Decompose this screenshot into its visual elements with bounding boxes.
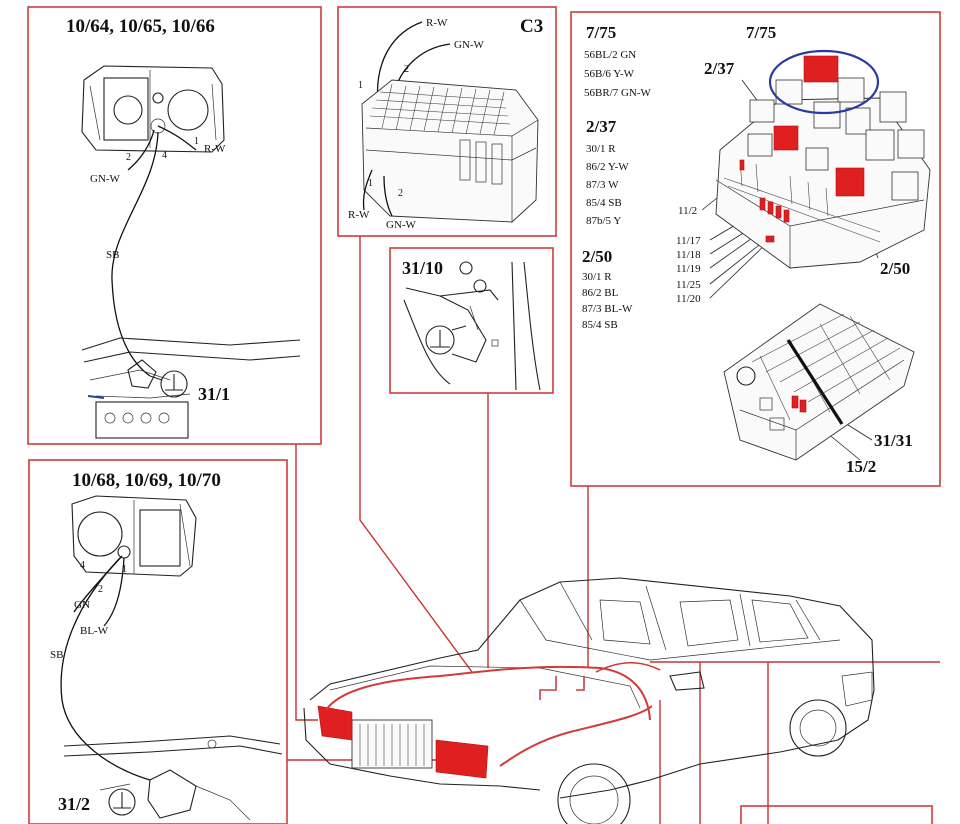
panel-headlamp-right: 10/68, 10/69, 10/70 4 2 1 GN BL-W SB <box>50 470 283 821</box>
c3-top-wire-gnw: GN-W <box>454 39 485 51</box>
headlamp-left-wire-gnw: GN-W <box>90 173 121 185</box>
panel-ground-31-10: 31/10 <box>402 258 541 391</box>
panel-headlamp-left-frame <box>27 6 322 445</box>
c3-title: C3 <box>520 16 543 37</box>
headlamp-right-title: 10/68, 10/69, 10/70 <box>72 470 221 491</box>
headlamp-icon <box>81 65 225 153</box>
headlamp-right-wire-gn: GN <box>74 599 90 611</box>
car-headlamp-right-highlight <box>435 739 489 779</box>
car-icon <box>303 577 875 824</box>
ground-bracket-drawing <box>403 261 541 391</box>
headlamp-left-wire-rw: R-W <box>204 143 226 155</box>
c3-bottom-wire-rw: R-W <box>348 209 370 221</box>
group-2-37-title: 2/37 <box>586 117 617 136</box>
c3-bottom-pin-1: 1 <box>368 178 373 189</box>
ground-symbol-icon <box>149 370 188 398</box>
callout-15-2: 15/2 <box>846 457 876 476</box>
group-7-75-line-3: 56BR/7 GN-W <box>584 87 652 99</box>
panel-31-10-frame <box>389 247 554 394</box>
panel-headlamp-right-frame <box>28 459 288 824</box>
headlamp-left-pin-1: 1 <box>194 136 199 147</box>
headlamp-left-pin-4: 4 <box>162 150 167 161</box>
headlamp-left-wire-sb: SB <box>106 249 119 261</box>
headlamp-right-pin-1: 1 <box>122 564 127 575</box>
group-2-37-line-1: 30/1 R <box>586 143 616 155</box>
group-2-50-line-4: 85/4 SB <box>582 319 618 331</box>
callout-11-19: 11/19 <box>676 263 701 275</box>
callout-2-37: 2/37 <box>704 59 735 78</box>
ground-symbol-icon <box>108 788 136 816</box>
group-2-37-line-3: 87/3 W <box>586 179 619 191</box>
headlamp-icon <box>71 495 197 577</box>
c3-bottom-wire-gnw: GN-W <box>386 219 417 231</box>
panel-bottom-right-frame <box>740 805 933 824</box>
group-2-37-line-4: 85/4 SB <box>586 197 622 209</box>
c3-top-pin-1: 1 <box>358 80 363 91</box>
c3-connector-block <box>361 79 539 223</box>
headlamp-left-pin-2: 2 <box>126 152 131 163</box>
callout-11-17: 11/17 <box>676 235 701 247</box>
headlamp-right-wire-sb: SB <box>50 649 63 661</box>
group-2-50-line-1: 30/1 R <box>582 271 612 283</box>
ground-symbol-icon <box>425 325 467 355</box>
panel-relay-box-frame <box>570 11 941 487</box>
headlamp-left-title: 10/64, 10/65, 10/66 <box>66 16 215 37</box>
panel-connector-c3: C3 R-W GN-W 1 2 <box>348 16 543 231</box>
callout-7-75: 7/75 <box>746 23 776 42</box>
c3-top-wire-rw: R-W <box>426 17 448 29</box>
group-7-75-title: 7/75 <box>586 23 616 42</box>
relay-7-75-highlight <box>803 55 839 83</box>
callout-11-18: 11/18 <box>676 249 701 261</box>
group-2-50-title: 2/50 <box>582 247 612 266</box>
ground-31-10-title: 31/10 <box>402 258 443 278</box>
panel-relay-box: 7/75 56BL/2 GN 56B/6 Y-W 56BR/7 GN-W 2/3… <box>582 23 931 476</box>
headlamp-right-wire-blw: BL-W <box>80 625 109 637</box>
group-2-50-line-2: 86/2 BL <box>582 287 619 299</box>
leader-lines <box>287 236 940 824</box>
headlamp-right-pin-2: 2 <box>98 584 103 595</box>
fuse-box-icon <box>715 49 931 269</box>
group-2-37-line-2: 86/2 Y-W <box>586 161 629 173</box>
fuse-box-lower <box>723 303 915 461</box>
group-2-50-line-3: 87/3 BL-W <box>582 303 633 315</box>
ground-label-31-2: 31/2 <box>58 794 90 814</box>
relay-2-37-highlight <box>773 125 799 151</box>
car-headlamp-left-highlight <box>317 705 353 741</box>
engine-bay-left <box>81 337 301 439</box>
group-7-75-line-1: 56BL/2 GN <box>584 49 636 61</box>
relay-7-75-marker <box>768 49 880 115</box>
group-7-75-line-2: 56B/6 Y-W <box>584 68 635 80</box>
callout-11-20: 11/20 <box>676 293 701 305</box>
relay-2-50-highlight <box>835 167 865 197</box>
panel-headlamp-left: 10/64, 10/65, 10/66 1 2 4 R-W GN-W SB <box>66 16 301 439</box>
panel-c3-frame <box>337 6 557 237</box>
c3-top-pin-2: 2 <box>404 64 409 75</box>
ground-label-31-1: 31/1 <box>198 384 230 404</box>
group-2-37-line-5: 87b/5 Y <box>586 215 621 227</box>
c3-bottom-pin-2: 2 <box>398 188 403 199</box>
callout-2-50: 2/50 <box>880 259 910 278</box>
headlamp-right-pin-4: 4 <box>80 560 85 571</box>
callout-11-25: 11/25 <box>676 279 701 291</box>
engine-bay-right <box>63 735 283 821</box>
callout-11-2: 11/2 <box>678 205 697 217</box>
callout-31-31: 31/31 <box>874 431 913 450</box>
